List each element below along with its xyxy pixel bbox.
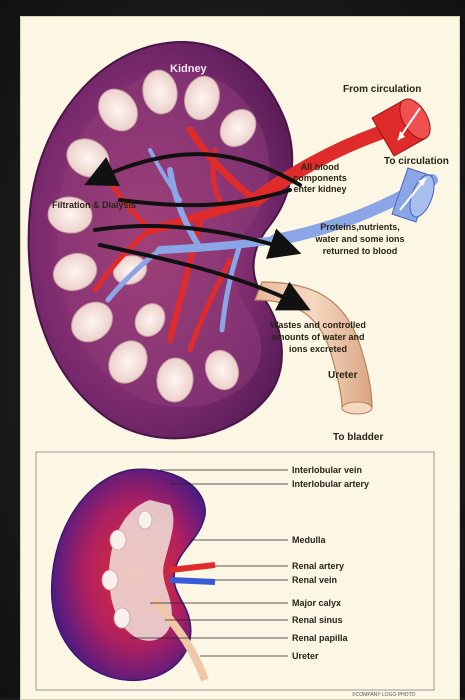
svg-text:All blood: All blood — [301, 162, 340, 172]
svg-text:enter kidney: enter kidney — [293, 184, 346, 194]
kidney-title: Kidney — [170, 63, 208, 75]
svg-text:Wastes and controlled: Wastes and controlled — [270, 320, 366, 330]
from-circulation-vessel — [372, 94, 436, 156]
label-renal-sinus: Renal sinus — [292, 615, 343, 625]
label-renal-papilla: Renal papilla — [292, 633, 349, 643]
svg-text:water and some ions: water and some ions — [314, 234, 404, 244]
label-all-blood: All blood components enter kidney — [293, 162, 347, 194]
ureter-opening — [342, 402, 372, 414]
label-from-circulation: From circulation — [343, 84, 421, 95]
label-medulla: Medulla — [292, 535, 326, 545]
svg-text:Proteins,nutrients,: Proteins,nutrients, — [320, 222, 400, 232]
label-renal-vein: Renal vein — [292, 575, 337, 585]
label-interlobular-artery: Interlobular artery — [292, 479, 369, 489]
label-interlobular-vein: Interlobular vein — [292, 465, 362, 475]
label-ureter-bottom: Ureter — [292, 651, 319, 661]
label-to-bladder: To bladder — [333, 432, 383, 443]
label-filtration: Filtration & Dialysis — [52, 200, 136, 210]
svg-text:returned to blood: returned to blood — [323, 246, 398, 256]
label-ureter-top: Ureter — [328, 370, 358, 381]
label-proteins: Proteins,nutrients, water and some ions … — [314, 222, 404, 256]
label-renal-artery: Renal artery — [292, 561, 344, 571]
credit-text: ©COMPANY LOGO PHOTO — [352, 691, 416, 698]
svg-text:ions excreted: ions excreted — [289, 344, 347, 354]
label-to-circulation: To circulation — [384, 156, 449, 167]
label-major-calyx: Major calyx — [292, 598, 341, 608]
svg-text:components: components — [293, 173, 347, 183]
to-circulation-vessel — [392, 168, 439, 222]
svg-text:amounts of water and: amounts of water and — [271, 332, 364, 342]
